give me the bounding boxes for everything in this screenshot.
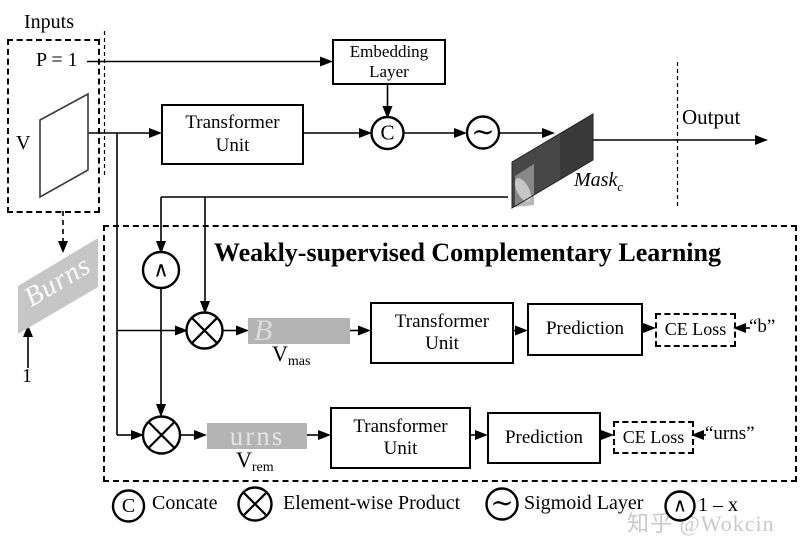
prediction-masked: Prediction [527,303,643,356]
remainder-token-bar: urns [207,420,307,451]
burns-image-shape [18,238,98,334]
vmas-label: Vmas [272,341,310,370]
p-value-label: P = 1 [36,49,78,71]
legend-one-minus-icon [664,490,696,522]
target-b-label: “b” [749,316,776,337]
vrem-label: Vrem [236,447,274,476]
watermark: 知乎 @Wokcin [627,511,775,536]
remainder-token-text: urns [229,420,285,451]
concat-icon [370,115,405,151]
concat-symbol: C [380,120,395,145]
prediction-remainder-label: Prediction [504,426,584,448]
wcl-title: Weakly-supervised Complementary Learning [214,238,721,267]
transformer-unit-top: Transformer Unit [161,104,304,165]
embedding-layer-label: Embedding Layer [349,41,429,81]
vmas-main: V [272,341,288,366]
v-label: V [16,132,31,154]
arrowheads [23,56,768,440]
ce-loss-remainder: CE Loss [613,421,694,454]
transformer-unit-remainder: Transformer Unit [330,407,471,469]
one-minus-symbol: ∧ [153,257,169,282]
masked-token-text: B [254,314,273,347]
embedding-layer-box: Embedding Layer [332,39,446,85]
vmas-sub: mas [287,354,311,370]
legend-sigmoid-symbol: ∼ [490,488,514,519]
input-frame-shape [39,92,89,199]
ce-loss-masked-label: CE Loss [664,319,727,340]
mask-image [511,113,594,209]
masked-token-bar: B [248,314,350,347]
connector-lines [27,31,755,436]
prediction-masked-label: Prediction [545,318,625,340]
mask-label: Maskc [574,169,623,195]
output-label: Output [682,105,741,129]
legend-concat-icon [111,489,146,523]
ce-loss-masked: CE Loss [655,313,736,347]
transformer-unit-top-label: Transformer Unit [185,112,280,156]
transformer-unit-masked: Transformer Unit [370,302,514,364]
vrem-main: V [236,447,252,472]
legend-one-minus-label: 1 – x [698,494,738,516]
one-label: 1 [22,365,32,387]
legend-one-minus-symbol: ∧ [673,495,687,517]
ce-loss-remainder-label: CE Loss [622,426,685,447]
inputs-group-box [7,39,100,213]
legend-concat-label: Concate [152,492,218,514]
transformer-unit-remainder-label: Transformer Unit [353,415,448,459]
product-cross-strokes [147,317,268,517]
sigmoid-symbol: ∼ [471,116,495,148]
mask-label-sub: c [617,179,624,194]
sigmoid-icon [465,115,501,150]
prediction-remainder: Prediction [487,412,601,464]
legend-concat-symbol: C [121,495,136,517]
transformer-unit-masked-label: Transformer Unit [394,310,490,354]
inputs-label: Inputs [24,11,74,33]
target-urns-label: “urns” [705,423,755,444]
vrem-sub: rem [251,460,274,476]
legend-product-label: Element-wise Product [283,492,461,514]
mask-label-main: Mask [574,169,618,191]
legend-sigmoid-label: Sigmoid Layer [524,492,644,514]
legend-sigmoid-icon [485,487,519,521]
one-minus-icon [141,250,181,290]
wcl-group-box [103,225,797,482]
